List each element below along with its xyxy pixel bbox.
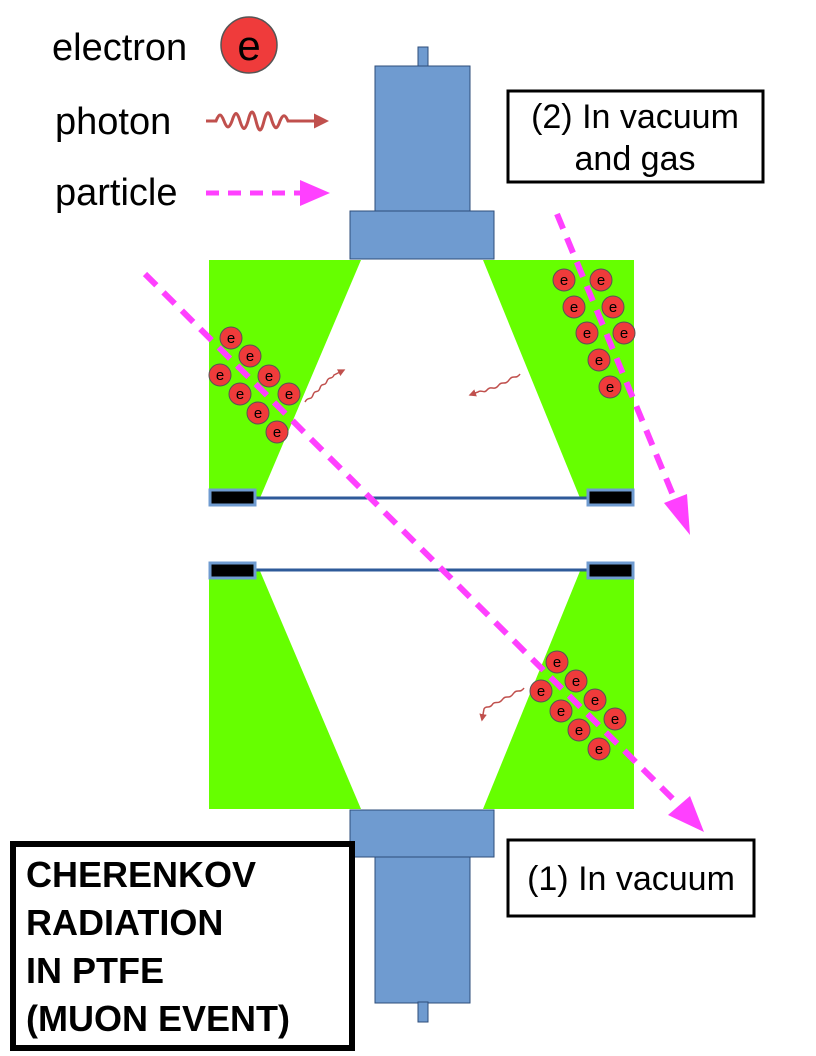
bottom-pmt [349,809,495,1023]
photon-wave-icon [479,687,525,722]
electron-cluster-upper-left: e e e e e e e e [208,326,301,444]
electron-icon: e [589,268,613,292]
electron-label: e [583,325,591,342]
electron-icon: e [208,363,232,387]
title-box: CHERENKOV RADIATION IN PTFE (MUON EVENT) [10,841,355,1051]
title-line-2: RADIATION [26,902,223,943]
photon-wave-icon [304,369,346,403]
electron-icon: e [612,321,636,345]
upper-ptfe-right [483,260,634,498]
electron-label: e [273,424,281,441]
title-line-4: (MUON EVENT) [26,998,290,1039]
lower-right-seal [586,561,635,580]
electron-label: e [609,299,617,316]
label-box-vacuum-gas-line2: and gas [575,140,696,178]
upper-left-seal [208,488,257,507]
electron-icon: e [220,16,278,74]
electron-label: e [537,683,545,700]
particle-tracks [142,212,704,832]
electron-icon: e [587,348,611,372]
electron-label: e [246,348,254,365]
electron-icon: e [238,344,262,368]
label-box-vacuum: (1) In vacuum [506,838,756,918]
electron-label: e [553,654,561,671]
upper-ptfe-cell [208,260,635,507]
top-pmt [349,46,495,260]
electron-label: e [236,386,244,403]
electron-icon: e [564,669,588,693]
electron-icon: e [265,420,289,444]
electron-label: e [591,692,599,709]
photon-wave-icon [205,110,329,132]
legend-photon-label: photon [55,101,171,143]
upper-right-seal [586,488,635,507]
electron-label: e [620,325,628,342]
electron-icon: e [562,295,586,319]
electron-icon: e [598,375,622,399]
photons [304,369,525,722]
electron-label: e [570,299,578,316]
photon-wave-icon [468,373,521,397]
legend: electron e photon particle [52,16,330,214]
electron-cluster-upper-right: e e e e e e e e [552,268,636,399]
upper-ptfe-left [209,260,361,498]
electron-icon: e [277,382,301,406]
electron-icon: e [601,295,625,319]
title-line-1: CHERENKOV [26,854,256,895]
electron-cluster-lower-right: e e e e e e e e [529,650,627,761]
electron-label: e [227,330,235,347]
electron-label: e [597,272,605,289]
electron-icon: e [257,364,281,388]
electron-icon: e [529,679,553,703]
electron-label: e [254,405,262,422]
electron-icon: e [246,401,270,425]
electron-icon: e [583,688,607,712]
electron-icon: e [228,382,252,406]
electron-icon: e [587,737,611,761]
electron-icon: e [567,718,591,742]
electron-label: e [265,368,273,385]
electron-icon: e [603,707,627,731]
particle-dashed-arrow-icon [206,180,330,206]
label-box-vacuum-text: (1) In vacuum [527,860,735,898]
electron-label: e [595,352,603,369]
electron-icon-symbol: e [237,22,260,69]
electron-label: e [595,741,603,758]
electron-icon: e [219,326,243,350]
electron-label: e [557,703,565,720]
label-box-vacuum-gas: (2) In vacuum and gas [506,89,765,184]
electron-icon: e [552,268,576,292]
lower-ptfe-right [483,571,634,809]
electron-icon: e [549,699,573,723]
electron-label: e [216,367,224,384]
title-line-3: IN PTFE [26,950,164,991]
electron-label: e [611,711,619,728]
particle-track-2 [554,212,690,535]
electron-label: e [285,386,293,403]
label-box-vacuum-gas-line1: (2) In vacuum [531,98,739,136]
electron-label: e [572,673,580,690]
lower-left-seal [208,561,257,580]
electron-icon: e [545,650,569,674]
legend-electron-label: electron [52,27,187,69]
electron-label: e [560,272,568,289]
electron-label: e [575,722,583,739]
particle-track-1 [142,271,704,832]
electron-icon: e [575,321,599,345]
lower-ptfe-left [209,571,361,809]
legend-particle-label: particle [55,172,178,214]
electron-label: e [606,379,614,396]
